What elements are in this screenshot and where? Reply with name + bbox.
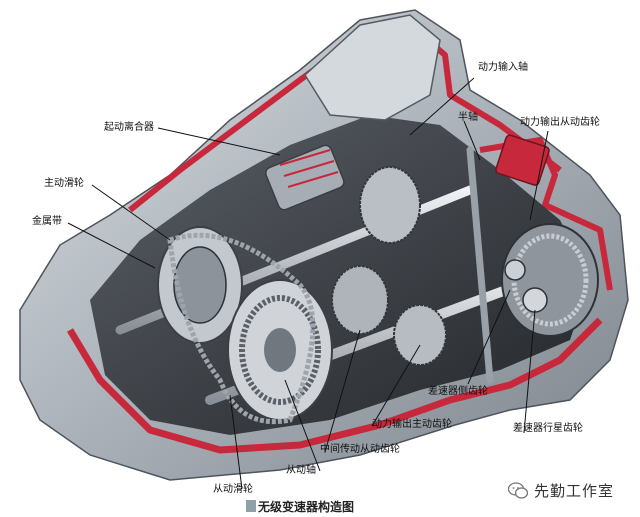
- diagram-caption: 无级变速器构造图: [258, 500, 355, 514]
- leader-lines: [67, 77, 549, 490]
- output-driven-gear-shape: [495, 134, 550, 186]
- driven-pulley-ring: [239, 295, 321, 405]
- start-clutch-pack: [264, 144, 345, 211]
- label-start-clutch: 起动离合器: [104, 122, 154, 133]
- label-output-driven-gear: 动力输出从动齿轮: [520, 117, 600, 128]
- output-drive-gear-shape: [393, 304, 447, 366]
- watermark-text: 先勤工作室: [534, 482, 615, 500]
- label-metal-belt: 金属带: [32, 216, 62, 227]
- diff-planet-gear-shape: [522, 287, 548, 313]
- label-driven-shaft: 从动轴: [286, 465, 316, 476]
- top-valve-body: [304, 14, 441, 121]
- label-output-drive-gear: 动力输出主动齿轮: [372, 419, 452, 430]
- watermark: 先勤工作室: [508, 480, 614, 501]
- input-gear: [359, 166, 421, 244]
- label-intermediate-driven-gear: 中间传动从动齿轮: [320, 444, 400, 455]
- caption-marker: [246, 500, 256, 512]
- wechat-icon: [508, 481, 528, 499]
- label-diff-planet-gear: 差速器行星齿轮: [513, 423, 583, 434]
- label-driven-pulley: 从动滑轮: [213, 484, 253, 495]
- metal-belt-loop: [167, 232, 316, 425]
- driven-pulley-hub: [264, 328, 296, 372]
- label-drive-pulley: 主动滑轮: [44, 178, 84, 189]
- cutaway-edge-bottom: [66, 317, 603, 454]
- drive-pulley-inner: [173, 246, 227, 324]
- label-input-shaft: 动力输入轴: [478, 62, 528, 73]
- label-half-shaft: 半轴: [458, 112, 478, 123]
- label-diff-side-gear: 差速器侧齿轮: [428, 386, 488, 397]
- intermediate-gear: [331, 265, 389, 335]
- diff-side-gear-shape: [504, 259, 526, 281]
